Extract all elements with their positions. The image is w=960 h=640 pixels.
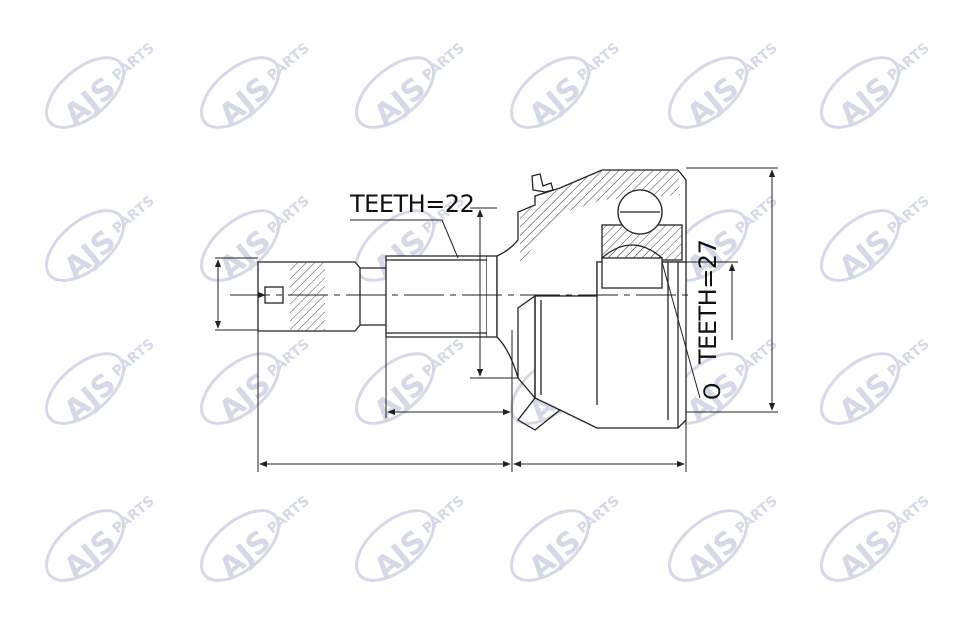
abs-tab: [531, 173, 554, 193]
bell-body: [534, 261, 687, 429]
o-mark-label: O: [701, 382, 726, 400]
dimension-lines: [214, 167, 778, 472]
outer-bell: [517, 261, 687, 431]
shaft-end-hatch: [290, 262, 325, 331]
leader-bell-teeth: [661, 261, 701, 399]
bell-rim: [517, 377, 561, 431]
bell-teeth-label: TEETH=27: [694, 239, 722, 364]
stub-shaft: [257, 255, 498, 338]
splined-shaft: [385, 255, 488, 338]
cage-and-ball: [601, 189, 683, 289]
shaft-teeth-label: TEETH=22: [350, 190, 475, 218]
